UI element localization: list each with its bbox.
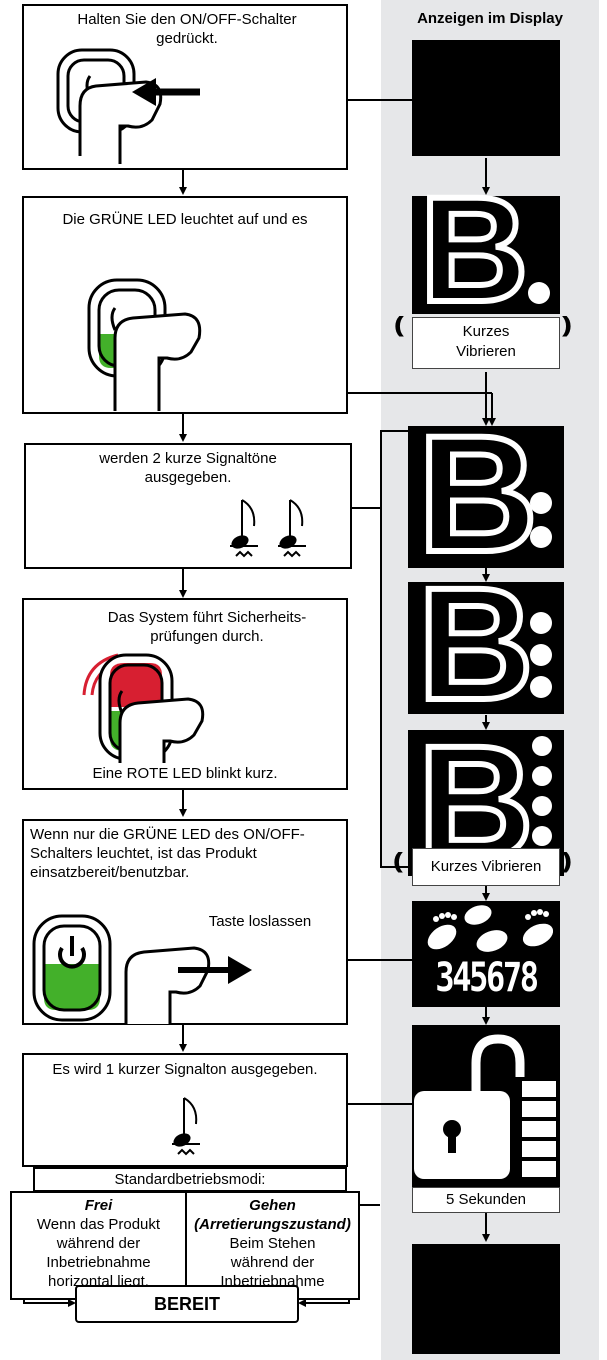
mode-right-text: Beim Stehen während der Inbetriebnahme — [220, 1235, 325, 1290]
timer-label: 5 Sekunden — [412, 1187, 560, 1213]
display-step-count: 345678 — [412, 901, 560, 1007]
footprints-icon — [427, 905, 554, 952]
step-1-text: Halten Sie den ON/OFF-Schalter gedrückt. — [77, 11, 297, 47]
step-5-release-text: Taste loslassen — [208, 913, 312, 930]
step-count-value: 345678 — [435, 955, 539, 1001]
step-4-box — [22, 598, 348, 790]
display-blank-bottom — [412, 1244, 560, 1354]
display-letter-three-dots: B — [408, 561, 564, 727]
mode-right-title: Gehen (Arretierungszustand) — [194, 1197, 351, 1233]
step-5-text: Wenn nur die GRÜNE LED des ON/OFF-Schalt… — [30, 826, 305, 881]
vibrate-left-icon: ((( — [393, 848, 403, 873]
display-letter: B — [415, 402, 541, 587]
step-3-text: werden 2 kurze Signaltöne ausgegeben. — [99, 450, 277, 486]
vibrate-left-icon: ((( — [394, 312, 404, 337]
display-letter-dot: B — [412, 171, 560, 327]
step-4-top-text: Das System führt Sicherheits-prüfungen d… — [107, 609, 307, 645]
display-letter-colon: B — [408, 409, 564, 581]
vibrate-label-1: Kurzes Vibrieren — [412, 317, 560, 369]
step-6-text: Es wird 1 kurzer Signalton ausgegeben. — [52, 1061, 318, 1078]
vibrate-right-icon: ))) — [562, 848, 572, 873]
ready-box — [75, 1285, 299, 1323]
modes-title: Standardbetriebsmodi: — [114, 1171, 266, 1188]
red-led-button-icon — [82, 653, 205, 763]
unlock-icon — [414, 1034, 556, 1179]
display-lock — [412, 1025, 560, 1197]
vibrate-right-icon: ))) — [562, 312, 572, 337]
display-blank-top — [412, 40, 560, 156]
green-led-button-icon — [87, 278, 202, 411]
display-column-header: Anzeigen im Display — [417, 10, 563, 27]
display-letter: B — [417, 165, 531, 333]
mode-left-text: Wenn das Produkt während der Inbetriebna… — [36, 1216, 161, 1290]
step-6-box — [22, 1053, 348, 1167]
double-beep-icon — [230, 499, 306, 558]
step-4-bottom-text: Eine ROTE LED blinkt kurz. — [92, 765, 278, 782]
vibrate-label-2: Kurzes Vibrieren — [412, 848, 560, 886]
release-button-icon — [32, 914, 252, 1024]
press-button-icon — [56, 48, 200, 164]
mode-left-title: Frei — [84, 1197, 113, 1214]
step-2-text: Die GRÜNE LED leuchtet auf und es — [62, 211, 308, 228]
display-letter: B — [415, 554, 537, 733]
single-beep-icon — [172, 1097, 200, 1156]
ready-label: BEREIT — [153, 1294, 220, 1314]
step-2-box — [22, 196, 348, 414]
